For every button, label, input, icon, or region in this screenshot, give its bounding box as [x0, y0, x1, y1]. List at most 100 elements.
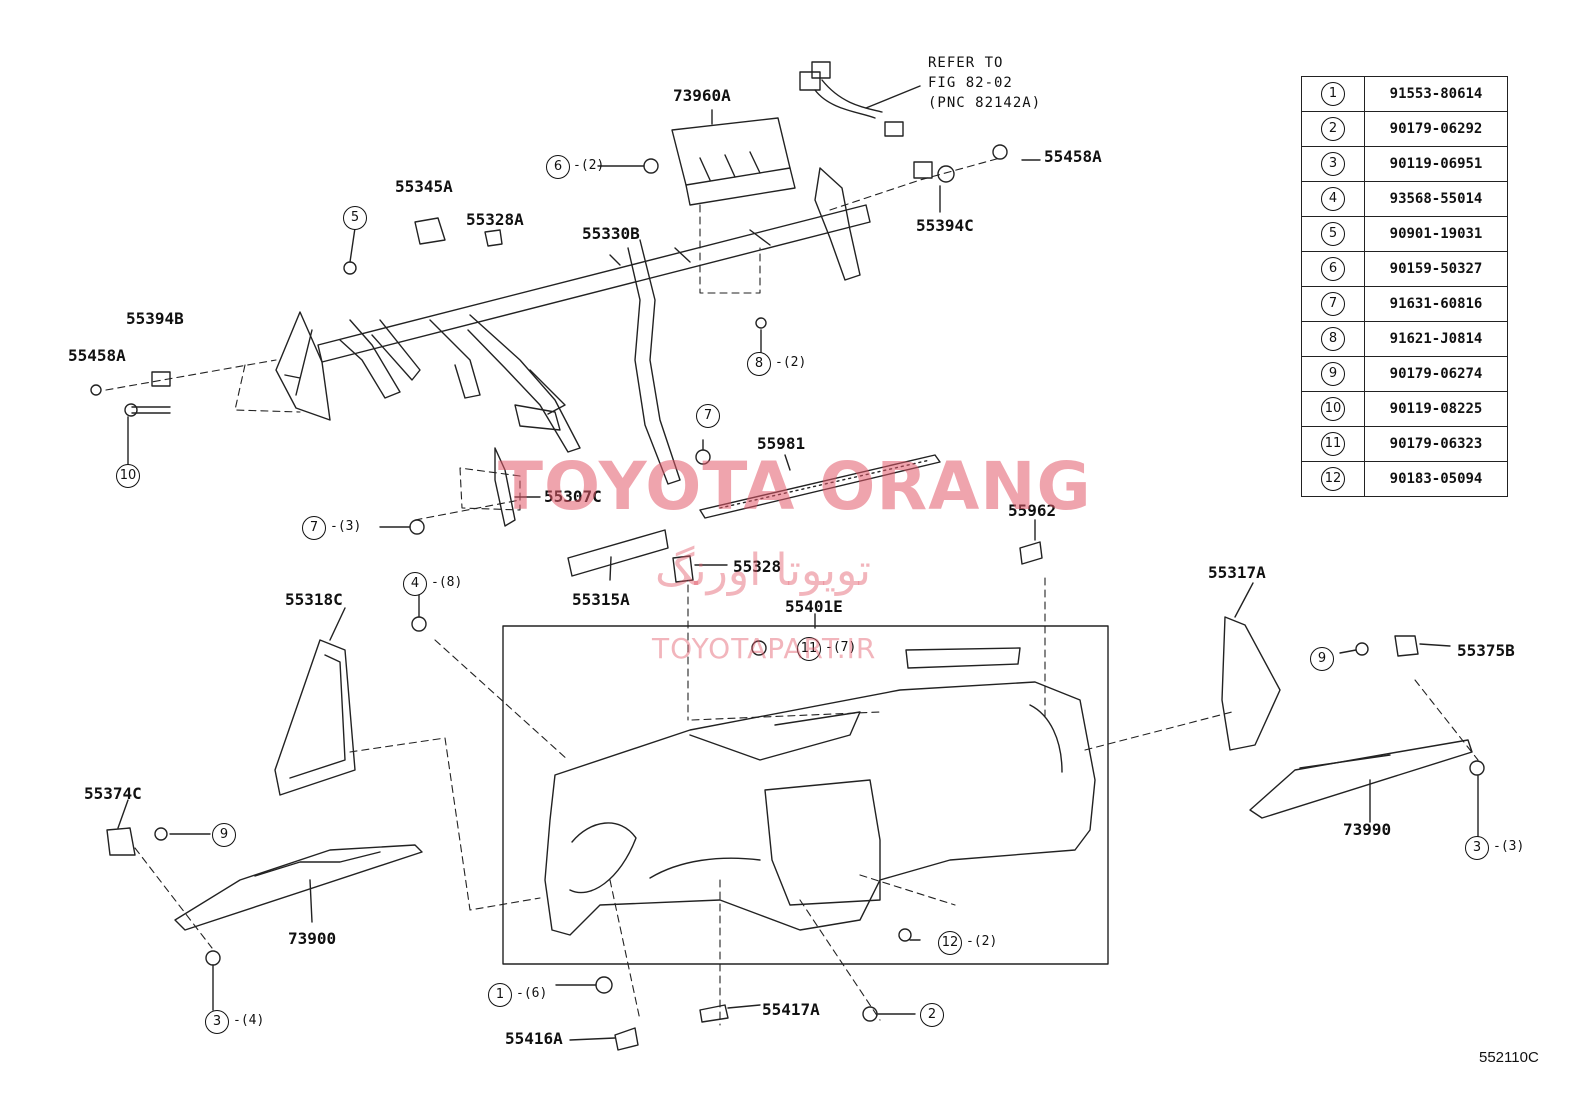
glovebox-right [1249, 739, 1473, 819]
callout-8-qty: -(2) [775, 355, 807, 370]
callout-12: 12 [938, 931, 962, 955]
callout-6-top: 6 [546, 155, 570, 179]
reference-number-cell: 5 [1301, 216, 1365, 252]
glovebox-left [174, 844, 423, 931]
part-label-55330B: 55330B [582, 224, 640, 243]
reference-number-circle: 5 [1321, 222, 1345, 246]
callout-11-qty: -(7) [825, 640, 857, 655]
callout-3-left-qty: -(4) [233, 1013, 265, 1028]
callout-4: 4 [403, 572, 427, 596]
reference-number-circle: 1 [1321, 82, 1345, 106]
reference-number-cell: 11 [1301, 426, 1365, 462]
part-label-55416A: 55416A [505, 1029, 563, 1048]
part-label-55417A: 55417A [762, 1000, 820, 1019]
reference-row: 11 90179-06323 [1301, 426, 1508, 462]
refer-line-3: (PNC 82142A) [928, 95, 1042, 111]
reference-part-number: 93568-55014 [1364, 181, 1508, 217]
reference-number-cell: 9 [1301, 356, 1365, 392]
figure-code: 552110C [1479, 1049, 1539, 1066]
callout-10: 10 [116, 464, 140, 488]
part-label-55307C: 55307C [544, 487, 602, 506]
part-label-55981: 55981 [757, 434, 806, 453]
reference-part-number: 90179-06323 [1364, 426, 1508, 462]
part-label-55317A: 55317A [1208, 563, 1266, 582]
part-label-55318C: 55318C [285, 590, 343, 609]
part-label-55375B: 55375B [1457, 641, 1515, 660]
callout-7-left: 7 [302, 516, 326, 540]
reference-number-circle: 4 [1321, 187, 1345, 211]
part-label-55394C: 55394C [916, 216, 974, 235]
part-label-55458A-top: 55458A [1044, 147, 1102, 166]
callout-2: 2 [920, 1003, 944, 1027]
callout-3-right-qty: -(3) [1493, 839, 1525, 854]
refer-note: REFER TO FIG 82-02 (PNC 82142A) [928, 53, 1041, 113]
reference-number-cell: 10 [1301, 391, 1365, 427]
reference-number-circle: 10 [1321, 397, 1345, 421]
callout-1-qty: -(6) [516, 986, 548, 1001]
refer-line-2: FIG 82-02 [928, 75, 1013, 91]
reference-part-number: 91631-60816 [1364, 286, 1508, 322]
airbag-module [671, 117, 791, 186]
part-label-55401E: 55401E [785, 597, 843, 616]
part-label-73900: 73900 [288, 929, 337, 948]
instrument-panel-frame [502, 625, 1109, 965]
reference-row: 9 90179-06274 [1301, 356, 1508, 392]
reference-number-circle: 11 [1321, 432, 1345, 456]
reference-part-number: 91621-J0814 [1364, 321, 1508, 357]
instrument-panel-body [544, 681, 1096, 936]
reference-part-number: 90179-06292 [1364, 111, 1508, 147]
watermark-site: TOYOTAPART.IR [652, 632, 877, 665]
part-label-55328A: 55328A [466, 210, 524, 229]
reference-number-cell: 12 [1301, 461, 1365, 497]
callout-7-left-qty: -(3) [330, 519, 362, 534]
reference-number-cell: 8 [1301, 321, 1365, 357]
reference-number-cell: 7 [1301, 286, 1365, 322]
callout-3-left: 3 [205, 1010, 229, 1034]
callout-12-qty: -(2) [966, 934, 998, 949]
callout-6-top-qty: -(2) [573, 158, 605, 173]
refer-line-1: REFER TO [928, 55, 1004, 71]
panel-strip [567, 529, 669, 577]
reference-part-number: 90119-06951 [1364, 146, 1508, 182]
callout-11: 11 [797, 637, 821, 661]
reference-row: 3 90119-06951 [1301, 146, 1508, 182]
reference-row: 4 93568-55014 [1301, 181, 1508, 217]
reference-number-cell: 1 [1301, 76, 1365, 112]
side-cover-right [1221, 616, 1281, 751]
reference-number-cell: 3 [1301, 146, 1365, 182]
reference-number-circle: 12 [1321, 467, 1345, 491]
callout-4-qty: -(8) [431, 575, 463, 590]
callout-5: 5 [343, 206, 367, 230]
reference-number-cell: 2 [1301, 111, 1365, 147]
defroster-nozzle [699, 454, 941, 519]
reference-part-number: 90179-06274 [1364, 356, 1508, 392]
reference-row: 1 91553-80614 [1301, 76, 1508, 112]
reference-part-number: 90901-19031 [1364, 216, 1508, 252]
watermark-brand-fa: تویوتا اورنگ [655, 545, 871, 596]
reference-number-circle: 3 [1321, 152, 1345, 176]
part-label-55962: 55962 [1008, 501, 1057, 520]
callout-8: 8 [747, 352, 771, 376]
part-label-55328: 55328 [733, 557, 782, 576]
callout-1: 1 [488, 983, 512, 1007]
side-cover-left [274, 639, 356, 796]
callout-9-right: 9 [1310, 647, 1334, 671]
part-label-73990: 73990 [1343, 820, 1392, 839]
part-label-55458A-left: 55458A [68, 346, 126, 365]
callout-9-left: 9 [212, 823, 236, 847]
callout-7-mid: 7 [696, 404, 720, 428]
reinforcement-tube [317, 204, 871, 363]
reference-number-circle: 7 [1321, 292, 1345, 316]
reference-number-cell: 6 [1301, 251, 1365, 287]
callout-3-right: 3 [1465, 836, 1489, 860]
watermark-brand: TOYOTA ORANG [498, 448, 1092, 525]
reference-part-number: 91553-80614 [1364, 76, 1508, 112]
reference-part-number: 90159-50327 [1364, 251, 1508, 287]
part-label-55345A: 55345A [395, 177, 453, 196]
reference-number-circle: 9 [1321, 362, 1345, 386]
